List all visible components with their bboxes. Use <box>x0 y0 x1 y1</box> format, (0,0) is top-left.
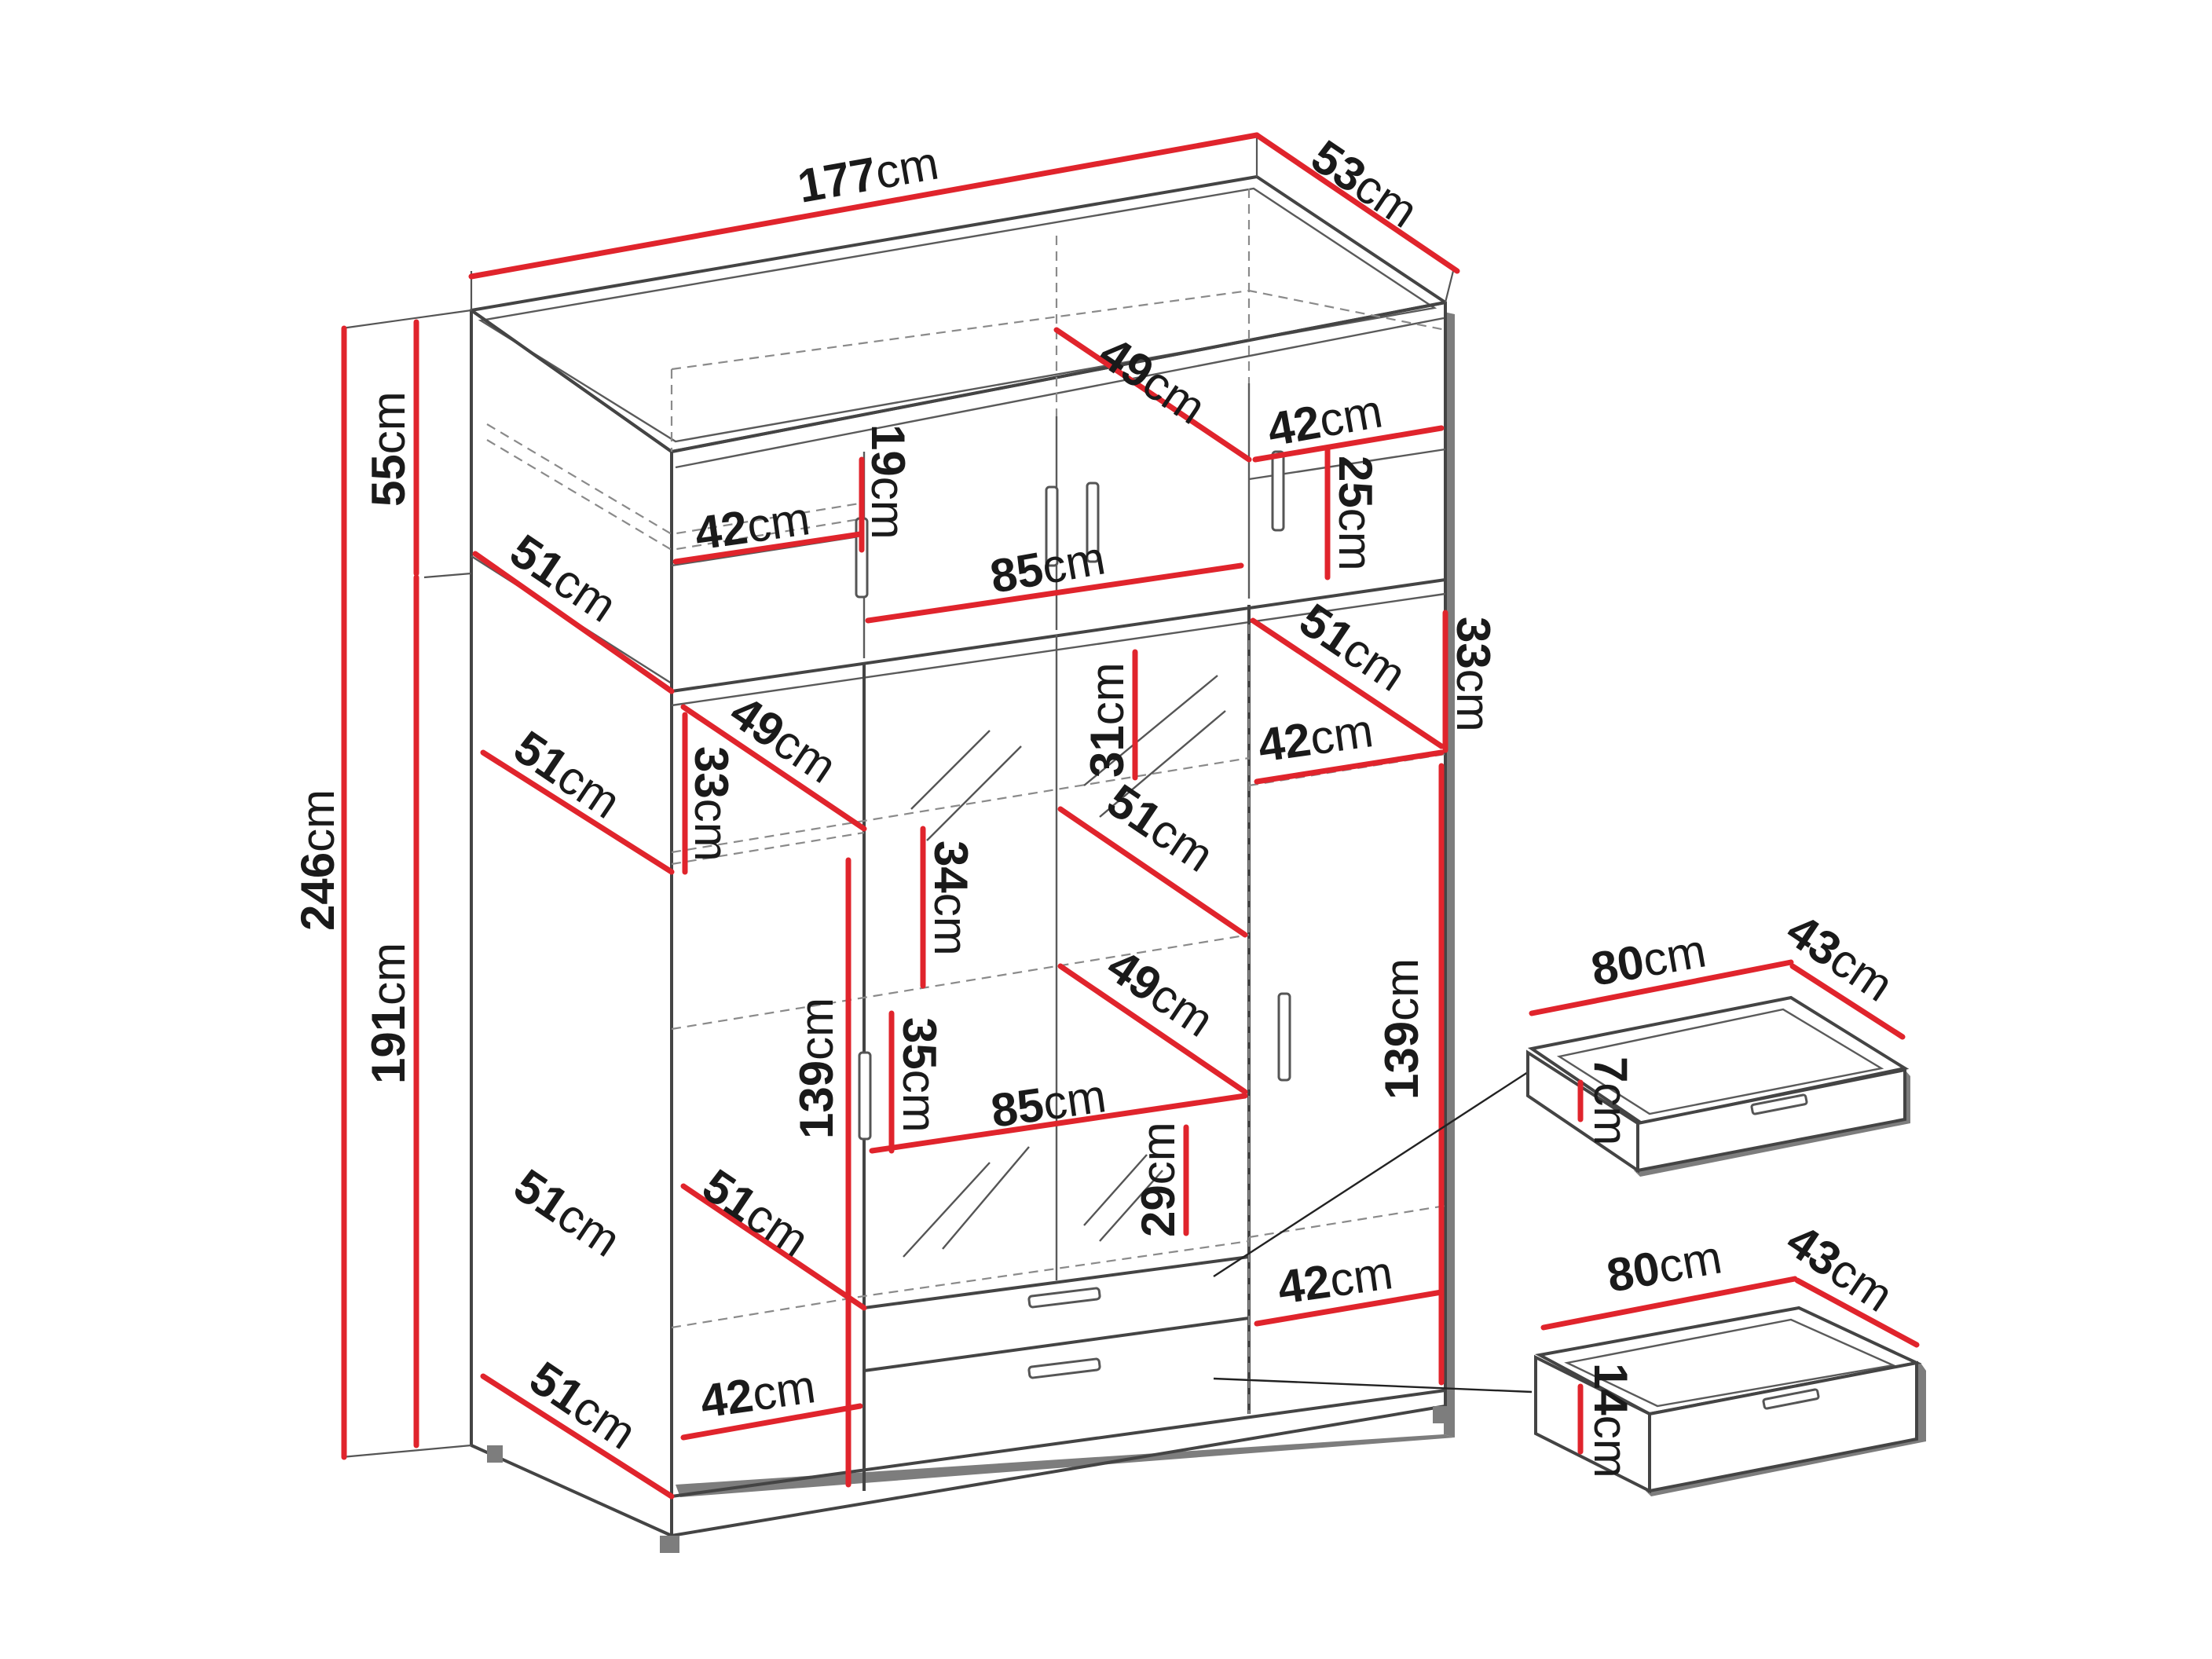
upper-lower-divider <box>671 578 1446 693</box>
dim-upper-width-right <box>1252 425 1445 463</box>
label-drawer-small-width: 80cm <box>1588 924 1710 995</box>
drawer-handle-1 <box>1027 1287 1101 1309</box>
label-upper-width-left: 42cm <box>691 492 813 560</box>
dim-right-width-1 <box>1254 749 1445 785</box>
hidden-shelf-2 <box>486 439 865 551</box>
foot-right <box>1433 1406 1447 1423</box>
foot-front <box>660 1536 679 1553</box>
dim-center-left-depth <box>680 1183 867 1311</box>
label-center-height-1: 33cm <box>685 746 738 862</box>
hidden-right-shelf-2 <box>1248 1204 1446 1239</box>
dim-drawer-small-width <box>1529 959 1794 1016</box>
drawer-large-inner <box>1564 1318 1897 1408</box>
upper-handle-mid-1 <box>1045 485 1059 567</box>
label-center-height-5: 29cm <box>1132 1122 1185 1237</box>
front-cornice-line <box>675 317 1445 469</box>
dim-center-depth-2 <box>1057 806 1248 938</box>
dim-center-width <box>869 1093 1248 1154</box>
label-upper-width-middle: 85cm <box>987 531 1109 602</box>
label-upper-depth-a: 49cm <box>1090 326 1215 434</box>
label-right-height-2: 139cm <box>1375 958 1428 1100</box>
label-upper-width-right: 42cm <box>1264 384 1386 456</box>
label-center-left-height: 139cm <box>790 998 843 1139</box>
dim-upper-depth-a <box>1053 327 1252 463</box>
upper-handle-mid-2 <box>1086 482 1100 563</box>
label-left-depth-1: 51cm <box>505 720 630 829</box>
drawer-large-front <box>1648 1361 1918 1493</box>
label-center-height-3: 34cm <box>925 840 977 956</box>
label-center-left-width: 42cm <box>697 1360 819 1428</box>
label-center-height-2: 31cm <box>1081 662 1133 778</box>
label-height-bottom: 191cm <box>362 943 415 1084</box>
dim-upper-width-left <box>672 531 863 565</box>
dim-right-depth <box>1250 617 1445 749</box>
drawer-large-drawing <box>1534 1276 1926 1496</box>
hidden-shelf-5 <box>671 1240 1250 1329</box>
drawer-top-line <box>863 1255 1250 1309</box>
dim-depth <box>1254 132 1460 274</box>
label-upper-height-left: 19cm <box>862 424 914 540</box>
dim-center-depth-1 <box>680 704 867 832</box>
drawer-handle-2 <box>1027 1357 1101 1379</box>
leader-large-drawer <box>1213 1377 1533 1393</box>
dim-width <box>468 132 1260 280</box>
label-right-width-1: 42cm <box>1254 704 1376 772</box>
label-width: 177cm <box>794 137 943 213</box>
dim-drawer-large-width <box>1540 1276 1798 1331</box>
dim-right-width-2 <box>1254 1289 1445 1327</box>
labels: 177cm 53cm 246cm 55cm 191cm 49cm 42cm 25… <box>291 130 1903 1478</box>
dim-upper-width-middle <box>865 562 1244 624</box>
plinth-shadow <box>676 1434 1455 1497</box>
mirror-reflections <box>903 675 1226 1258</box>
lower-handle-left <box>858 1051 872 1141</box>
dim-drawer-small-depth <box>1789 963 1906 1040</box>
label-center-depth-2: 51cm <box>1098 774 1223 882</box>
drawer-small-front <box>1636 1068 1906 1173</box>
label-center-width: 85cm <box>987 1069 1109 1137</box>
label-center-left-depth: 51cm <box>505 1159 630 1267</box>
drawer-small-inner <box>1556 1008 1884 1115</box>
drawer-small-handle <box>1750 1093 1808 1115</box>
label-drawer-small-height: 7cm <box>1584 1057 1637 1145</box>
drawer-mid-line <box>863 1317 1250 1372</box>
left-side-panel <box>470 309 673 1537</box>
dim-left-depth-3 <box>480 1373 675 1500</box>
dim-drawer-large-depth <box>1794 1277 1920 1348</box>
label-center-height-4: 35cm <box>893 1017 946 1133</box>
upper-lower-divider-2 <box>671 592 1446 707</box>
handles <box>855 450 1291 1379</box>
dimension-lines <box>341 132 1460 1500</box>
drawer-small-drawing <box>1526 959 1910 1177</box>
leader-small-drawer <box>1213 1071 1529 1278</box>
hidden-shelf-1 <box>486 423 865 536</box>
label-right-width-2: 42cm <box>1274 1246 1396 1314</box>
foot-left <box>487 1445 503 1463</box>
label-upper-height-right: 25cm <box>1329 456 1382 571</box>
dim-left-depth-1 <box>480 749 675 875</box>
label-height-total: 246cm <box>291 789 344 931</box>
label-right-height-1: 33cm <box>1447 617 1500 732</box>
upper-handle-right <box>1271 450 1285 532</box>
extension-lines <box>341 134 1455 1459</box>
label-drawer-large-height: 14cm <box>1584 1363 1637 1478</box>
label-left-depth-2: 51cm <box>694 1159 819 1267</box>
dim-center-left-width <box>680 1403 863 1441</box>
plinth-line <box>671 1389 1446 1498</box>
dim-upper-depth-left <box>472 551 675 694</box>
drawer-large-handle <box>1762 1388 1820 1410</box>
label-depth: 53cm <box>1302 130 1427 238</box>
label-drawer-large-width: 80cm <box>1603 1230 1726 1302</box>
label-center-depth-3: 49cm <box>1098 939 1223 1047</box>
lower-handle-right <box>1277 992 1291 1082</box>
hidden-shelf-3 <box>671 756 1250 854</box>
label-height-top: 55cm <box>362 391 415 507</box>
hidden-shelf-4 <box>671 933 1250 1031</box>
top-inner-edge <box>478 187 1437 443</box>
hidden-shelf-6 <box>671 831 865 866</box>
dim-center-depth-3 <box>1057 963 1248 1095</box>
